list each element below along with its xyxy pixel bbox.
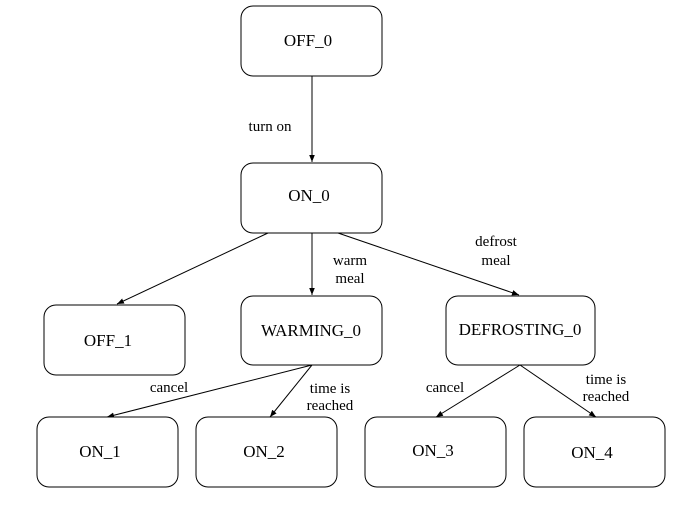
state-label: ON_3 (412, 441, 454, 460)
edge-warming0-on1 (106, 364, 313, 418)
state-on-4: ON_4 (523, 416, 666, 488)
edge-label-text: meal (481, 253, 510, 269)
edge-warming0-on2 (269, 364, 313, 418)
edge-label-time-reached-warming: time is reached (307, 381, 354, 414)
state-label: ON_4 (571, 443, 613, 462)
edge-on0-defrosting0 (337, 232, 520, 296)
edge-label-time-reached-defrosting: time is reached (583, 372, 630, 405)
edge-label-text: reached (307, 398, 354, 414)
edge-label-text: warm (333, 253, 367, 269)
state-label: DEFROSTING_0 (459, 320, 582, 339)
state-label: OFF_1 (84, 331, 132, 350)
edge-label-cancel-defrosting: cancel (426, 380, 464, 396)
edge-label-defrost-meal: defrost meal (475, 234, 517, 269)
state-on-3: ON_3 (364, 416, 507, 488)
state-on-1: ON_1 (36, 416, 179, 488)
state-on-2: ON_2 (195, 416, 338, 488)
edge-label-text: turn on (249, 119, 292, 135)
state-defrosting-0: DEFROSTING_0 (445, 295, 596, 366)
edge-label-text: cancel (150, 380, 188, 396)
edge-label-cancel-warming: cancel (150, 380, 188, 396)
edge-label-text: cancel (426, 380, 464, 396)
edge-defrosting0-on3 (435, 364, 521, 418)
edge-label-text: meal (335, 271, 364, 287)
edge-defrosting0-on4 (519, 364, 597, 418)
edge-on0-off1 (116, 232, 269, 305)
state-label: ON_1 (79, 442, 121, 461)
state-warming-0: WARMING_0 (240, 295, 383, 366)
edge-label-text: defrost (475, 234, 517, 250)
edge-label-text: time is (586, 372, 627, 388)
edge-label-text: reached (583, 389, 630, 405)
state-off-0: OFF_0 (240, 5, 383, 77)
edge-label-turn-on: turn on (249, 119, 292, 135)
state-label: ON_2 (243, 442, 285, 461)
state-off-1: OFF_1 (43, 304, 186, 376)
state-label: WARMING_0 (261, 321, 361, 340)
state-label: OFF_0 (284, 31, 332, 50)
state-on-0: ON_0 (240, 162, 383, 234)
edge-label-warm-meal: warm meal (333, 253, 367, 287)
edge-label-text: time is (310, 381, 351, 397)
state-label: ON_0 (288, 186, 330, 205)
